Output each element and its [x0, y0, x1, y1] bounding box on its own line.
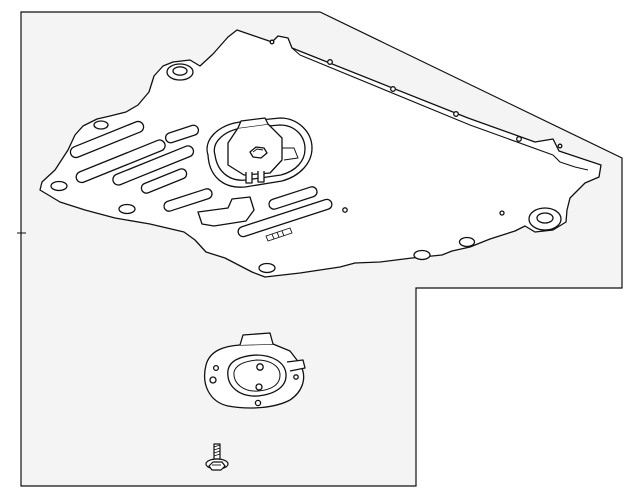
- mount-hole: [258, 262, 276, 274]
- bolt-head: [208, 461, 226, 471]
- access-cover-side-tab: [286, 359, 306, 372]
- mount-hole: [458, 236, 476, 248]
- access-cover-hole: [255, 383, 263, 391]
- mount-hole: [536, 212, 554, 224]
- mount-hole: [413, 249, 431, 261]
- stamped-slot: [237, 198, 333, 238]
- mount-hole: [50, 180, 68, 192]
- stamped-slot: [75, 139, 166, 184]
- access-cover-hole: [209, 376, 217, 384]
- flange-hole: [390, 86, 396, 92]
- mount-hole: [93, 120, 109, 130]
- flange-hole: [516, 136, 522, 142]
- mount-hole: [172, 66, 188, 76]
- label-marking: [265, 227, 293, 242]
- access-cover-tab: [239, 332, 274, 346]
- shield-outline: [39, 29, 602, 278]
- installed-cover-tab: [237, 117, 269, 129]
- shield-top-flange: [291, 47, 554, 156]
- access-cover-raised-inner: [233, 359, 281, 392]
- installed-cover-clip: [245, 171, 265, 184]
- mount-hole: [118, 203, 136, 215]
- stamped-slot: [164, 124, 200, 144]
- shield-flange-notch: [552, 154, 589, 171]
- small-hole: [342, 207, 348, 213]
- flange-hole: [269, 39, 275, 45]
- stamped-slot: [69, 120, 145, 159]
- access-cover-hole: [256, 363, 264, 371]
- flange-hole: [327, 59, 333, 65]
- small-hole: [499, 210, 505, 216]
- installed-cover-side: [282, 147, 299, 161]
- bolt: [205, 443, 229, 471]
- access-cover: [204, 332, 306, 409]
- flange-hole: [453, 111, 459, 117]
- stamped-recess: [197, 196, 255, 227]
- flange-hole: [557, 143, 563, 149]
- stamped-slot: [140, 168, 188, 194]
- access-cover-hole: [293, 374, 299, 380]
- bolt-threads: [213, 444, 221, 457]
- stamped-slot: [112, 145, 195, 186]
- underbody-shield: [39, 29, 602, 278]
- access-cover-hole: [212, 364, 220, 372]
- access-cover-hole: [254, 399, 262, 407]
- installed-cover-nut-top: [252, 148, 264, 153]
- stamped-slot: [268, 186, 318, 210]
- access-cover-raised-center: [227, 354, 287, 397]
- stamped-slot: [163, 188, 213, 212]
